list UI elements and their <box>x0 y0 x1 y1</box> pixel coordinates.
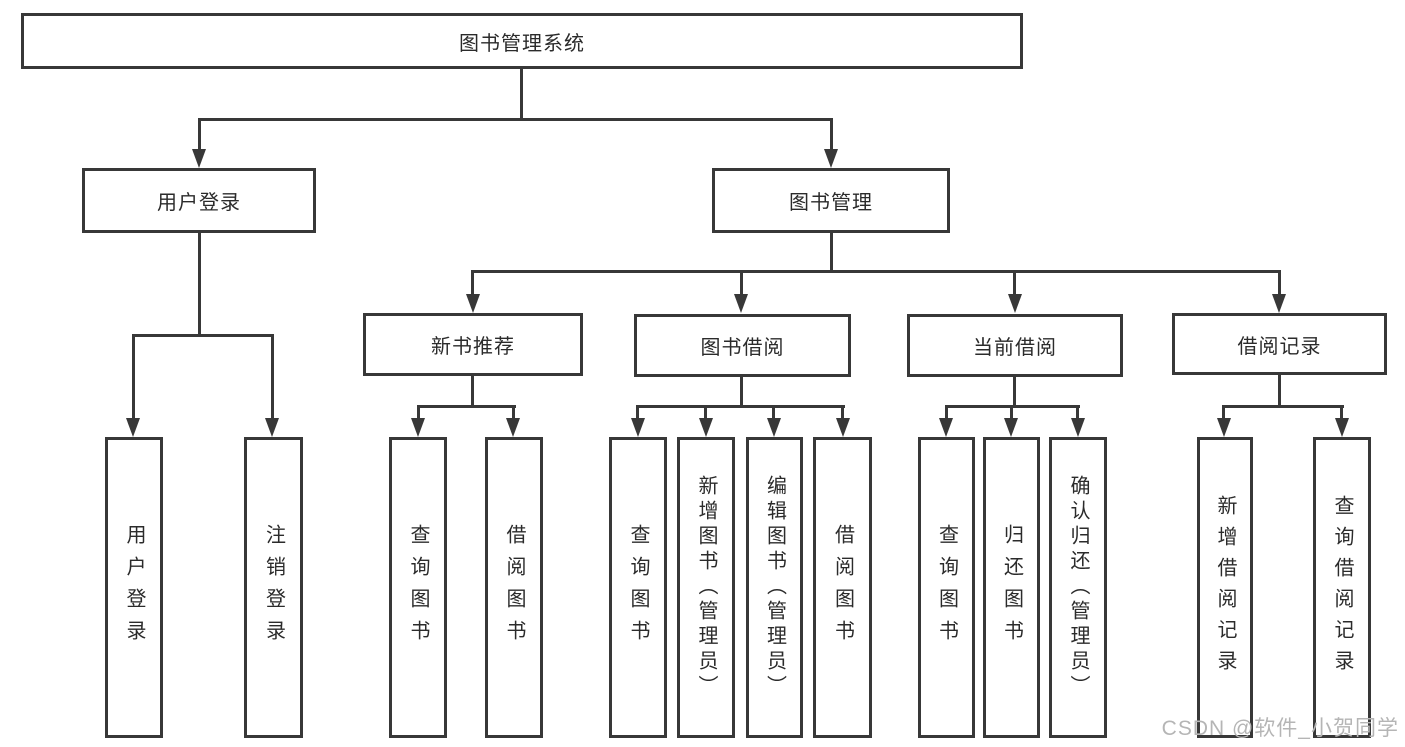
leaf-label: 借阅图书 <box>503 523 525 652</box>
arrow-down-icon <box>631 418 645 437</box>
leaf-logout-login: 注销登录 <box>244 437 303 738</box>
leaf-label: 借阅图书 <box>831 523 854 652</box>
leaf-label: 新增图书（管理员） <box>695 475 717 700</box>
arrow-down-icon <box>265 418 279 437</box>
leaf-confirm-return-admin: 确认归还（管理员） <box>1049 437 1107 738</box>
node-library-system: 图书管理系统 <box>21 13 1023 69</box>
leaf-label: 用户登录 <box>123 523 145 652</box>
arrow-down-icon <box>824 149 838 168</box>
connector-book-borrow-stem <box>740 377 743 408</box>
connector-book-borrow-branch <box>636 405 845 408</box>
connector-new-book-stem <box>471 376 474 408</box>
leaf-add-borrow-record: 新增借阅记录 <box>1197 437 1253 738</box>
connector-to-leaf <box>1010 405 1013 420</box>
leaf-edit-books-admin: 编辑图书（管理员） <box>746 437 803 738</box>
leaf-user-login: 用户登录 <box>105 437 163 738</box>
connector-to-leaf <box>417 405 420 420</box>
connector-user-login-branch <box>132 334 274 337</box>
leaf-label: 查询图书 <box>407 523 429 652</box>
connector-to-leaf <box>1076 405 1079 420</box>
connector-to-book-management <box>830 118 833 151</box>
leaf-return-books: 归还图书 <box>983 437 1040 738</box>
connector-user-login-stem <box>198 232 201 337</box>
leaf-label: 查询图书 <box>935 523 958 652</box>
leaf-label: 注销登录 <box>262 523 285 652</box>
arrow-down-icon <box>1004 418 1018 437</box>
connector-to-leaf <box>945 405 948 420</box>
leaf-label: 归还图书 <box>1000 523 1023 652</box>
leaf-query-books-current: 查询图书 <box>918 437 975 738</box>
connector-to-leaf <box>636 405 639 420</box>
leaf-add-books-admin: 新增图书（管理员） <box>677 437 735 738</box>
arrow-down-icon <box>192 149 206 168</box>
connector-current-borrow-stem <box>1013 377 1016 408</box>
arrow-down-icon <box>1272 294 1286 313</box>
arrow-down-icon <box>699 418 713 437</box>
leaf-label: 新增借阅记录 <box>1214 494 1236 681</box>
connector-new-book-branch <box>417 405 516 408</box>
leaf-label: 确认归还（管理员） <box>1067 475 1089 700</box>
connector-to-new-book-recommend <box>471 270 474 296</box>
connector-to-leaf-user-login <box>132 334 135 420</box>
connector-to-book-borrowing <box>740 270 743 296</box>
node-user-login: 用户登录 <box>82 168 316 233</box>
connector-root-branch <box>198 118 833 121</box>
arrow-down-icon <box>126 418 140 437</box>
node-new-book-recommend: 新书推荐 <box>363 313 583 376</box>
arrow-down-icon <box>1071 418 1085 437</box>
arrow-down-icon <box>1335 418 1349 437</box>
leaf-label: 查询借阅记录 <box>1331 494 1353 681</box>
connector-to-current-borrowing <box>1013 270 1016 296</box>
connector-records-branch <box>1222 405 1344 408</box>
arrow-down-icon <box>411 418 425 437</box>
connector-to-leaf-logout <box>271 334 274 420</box>
arrow-down-icon <box>506 418 520 437</box>
arrow-down-icon <box>939 418 953 437</box>
node-book-management: 图书管理 <box>712 168 950 233</box>
connector-root-stem <box>520 68 523 120</box>
connector-to-leaf <box>841 405 844 420</box>
arrow-down-icon <box>1008 294 1022 313</box>
leaf-label: 查询图书 <box>627 523 649 652</box>
connector-to-borrowing-records <box>1278 270 1281 296</box>
connector-to-leaf <box>1222 405 1225 420</box>
node-book-borrowing: 图书借阅 <box>634 314 851 377</box>
arrow-down-icon <box>466 294 480 313</box>
connector-to-leaf <box>772 405 775 420</box>
connector-to-leaf <box>704 405 707 420</box>
connector-to-leaf <box>1340 405 1343 420</box>
node-borrowing-records: 借阅记录 <box>1172 313 1387 375</box>
leaf-label: 编辑图书（管理员） <box>763 475 786 700</box>
leaf-borrow-books-recommend: 借阅图书 <box>485 437 543 738</box>
arrow-down-icon <box>767 418 781 437</box>
leaf-query-books-recommend: 查询图书 <box>389 437 447 738</box>
arrow-down-icon <box>836 418 850 437</box>
connector-book-mgmt-stem <box>830 232 833 273</box>
connector-to-leaf <box>512 405 515 420</box>
node-current-borrowing: 当前借阅 <box>907 314 1123 377</box>
connector-records-stem <box>1278 375 1281 408</box>
arrow-down-icon <box>1217 418 1231 437</box>
leaf-borrow-books-borrowing: 借阅图书 <box>813 437 872 738</box>
arrow-down-icon <box>734 294 748 313</box>
connector-to-user-login <box>198 118 201 151</box>
leaf-query-borrow-record: 查询借阅记录 <box>1313 437 1371 738</box>
csdn-watermark: CSDN @软件_小贺同学 <box>1161 717 1399 740</box>
leaf-query-books-borrowing: 查询图书 <box>609 437 667 738</box>
connector-book-mgmt-branch <box>471 270 1281 273</box>
